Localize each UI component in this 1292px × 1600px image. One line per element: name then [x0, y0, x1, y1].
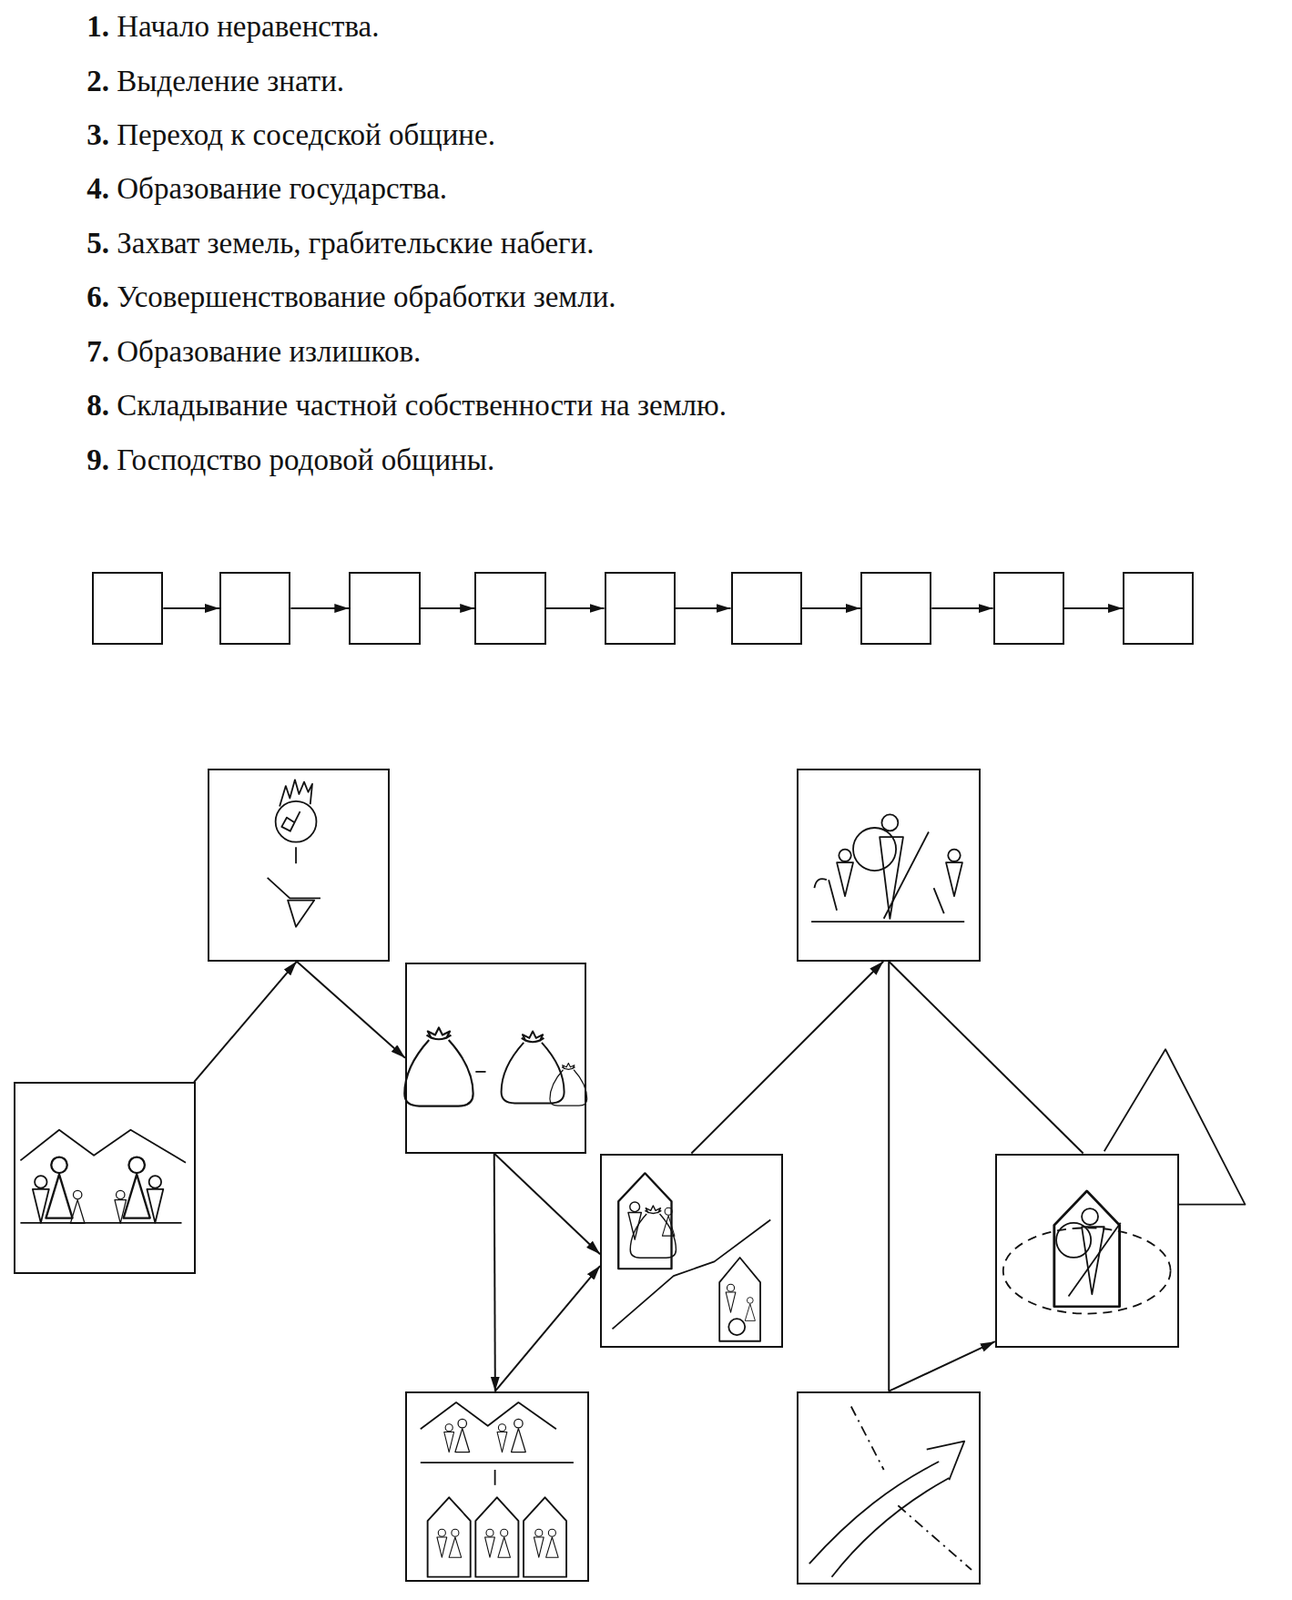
connector-arrow — [802, 607, 861, 610]
state-pictogram — [996, 1048, 1245, 1346]
list-item: 5. Захват земель, грабительские набеги. — [86, 226, 594, 260]
connector-arrow — [162, 607, 220, 610]
answer-box — [731, 571, 803, 646]
answer-box — [91, 571, 163, 646]
answer-box — [993, 571, 1065, 646]
answer-box — [604, 571, 676, 646]
pictogram-box — [405, 962, 588, 1154]
surplus-pictogram — [404, 1027, 587, 1106]
answer-box — [1122, 571, 1194, 646]
list-item: 8. Складывание частной собственности на … — [86, 388, 727, 422]
list-item: 6. Усовершенствование обработки земли. — [86, 280, 616, 314]
list-item: 1. Начало неравенства. — [86, 10, 379, 43]
answer-box — [219, 571, 291, 646]
connector-arrow — [193, 961, 297, 1082]
connector-arrow — [888, 961, 1083, 1154]
connector-arrow — [1064, 607, 1123, 610]
pictogram-box — [405, 1391, 590, 1583]
connector-arrow — [931, 607, 993, 610]
pictogram-box — [796, 768, 981, 962]
connector-arrow — [290, 607, 349, 610]
list-item: 9. Господство родовой общины. — [86, 443, 495, 477]
list-item: 7. Образование излишков. — [86, 335, 421, 368]
connector-arrow — [494, 1153, 601, 1255]
list-item: 4. Образование государства. — [86, 172, 448, 205]
answer-box — [474, 571, 546, 646]
pictogram-box — [207, 768, 391, 962]
inequality-pictogram — [612, 1172, 772, 1341]
connector-arrow — [495, 1265, 601, 1392]
connector-arrow — [420, 607, 475, 610]
list-item: 2. Выделение знати. — [86, 64, 345, 98]
pictogram-box — [796, 1391, 981, 1585]
connector-arrow — [888, 1341, 996, 1392]
connector-arrow — [296, 961, 406, 1059]
connector-arrow — [691, 961, 884, 1154]
pictogram-box — [13, 1081, 197, 1274]
clan-community-pictogram — [20, 1129, 186, 1224]
tillage-pictogram — [267, 779, 321, 926]
pictogram-box — [600, 1153, 784, 1348]
answer-box — [348, 571, 420, 646]
nobility-pictogram — [811, 813, 965, 922]
neighbour-community-pictogram — [420, 1402, 574, 1577]
connector-arrow — [546, 607, 605, 610]
connector-arrow — [675, 607, 732, 610]
list-item: 3. Переход к соседской общине. — [86, 118, 496, 152]
connector-arrow — [887, 961, 890, 1392]
pictogram-box — [995, 1153, 1180, 1348]
raids-pictogram — [809, 1406, 972, 1577]
answer-box — [860, 571, 932, 646]
connector-arrow — [494, 1153, 496, 1392]
